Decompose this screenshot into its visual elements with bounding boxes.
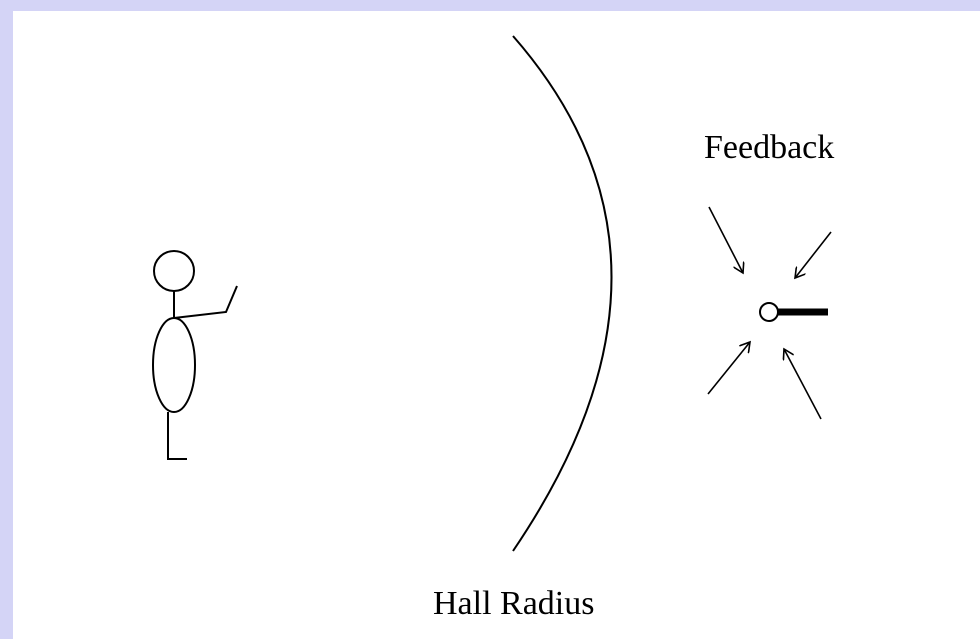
figure-head [154,251,194,291]
figure-body [153,318,195,412]
feedback-arrow-top-left [709,207,743,273]
diagram-canvas: Feedback Hall Radius [13,11,980,639]
hall-radius-label: Hall Radius [433,587,594,621]
microphone-icon [760,303,828,321]
feedback-label: Feedback [704,131,834,165]
microphone-head [760,303,778,321]
figure-arm [174,286,237,318]
speaker-figure [153,251,237,459]
hall-radius-diagram [13,11,980,639]
hall-radius-arc [513,36,612,551]
feedback-arrow-bottom-left [708,342,750,394]
feedback-arrow-bottom-right [784,349,821,419]
figure-leg [168,412,187,459]
feedback-arrow-top-right [795,232,831,278]
